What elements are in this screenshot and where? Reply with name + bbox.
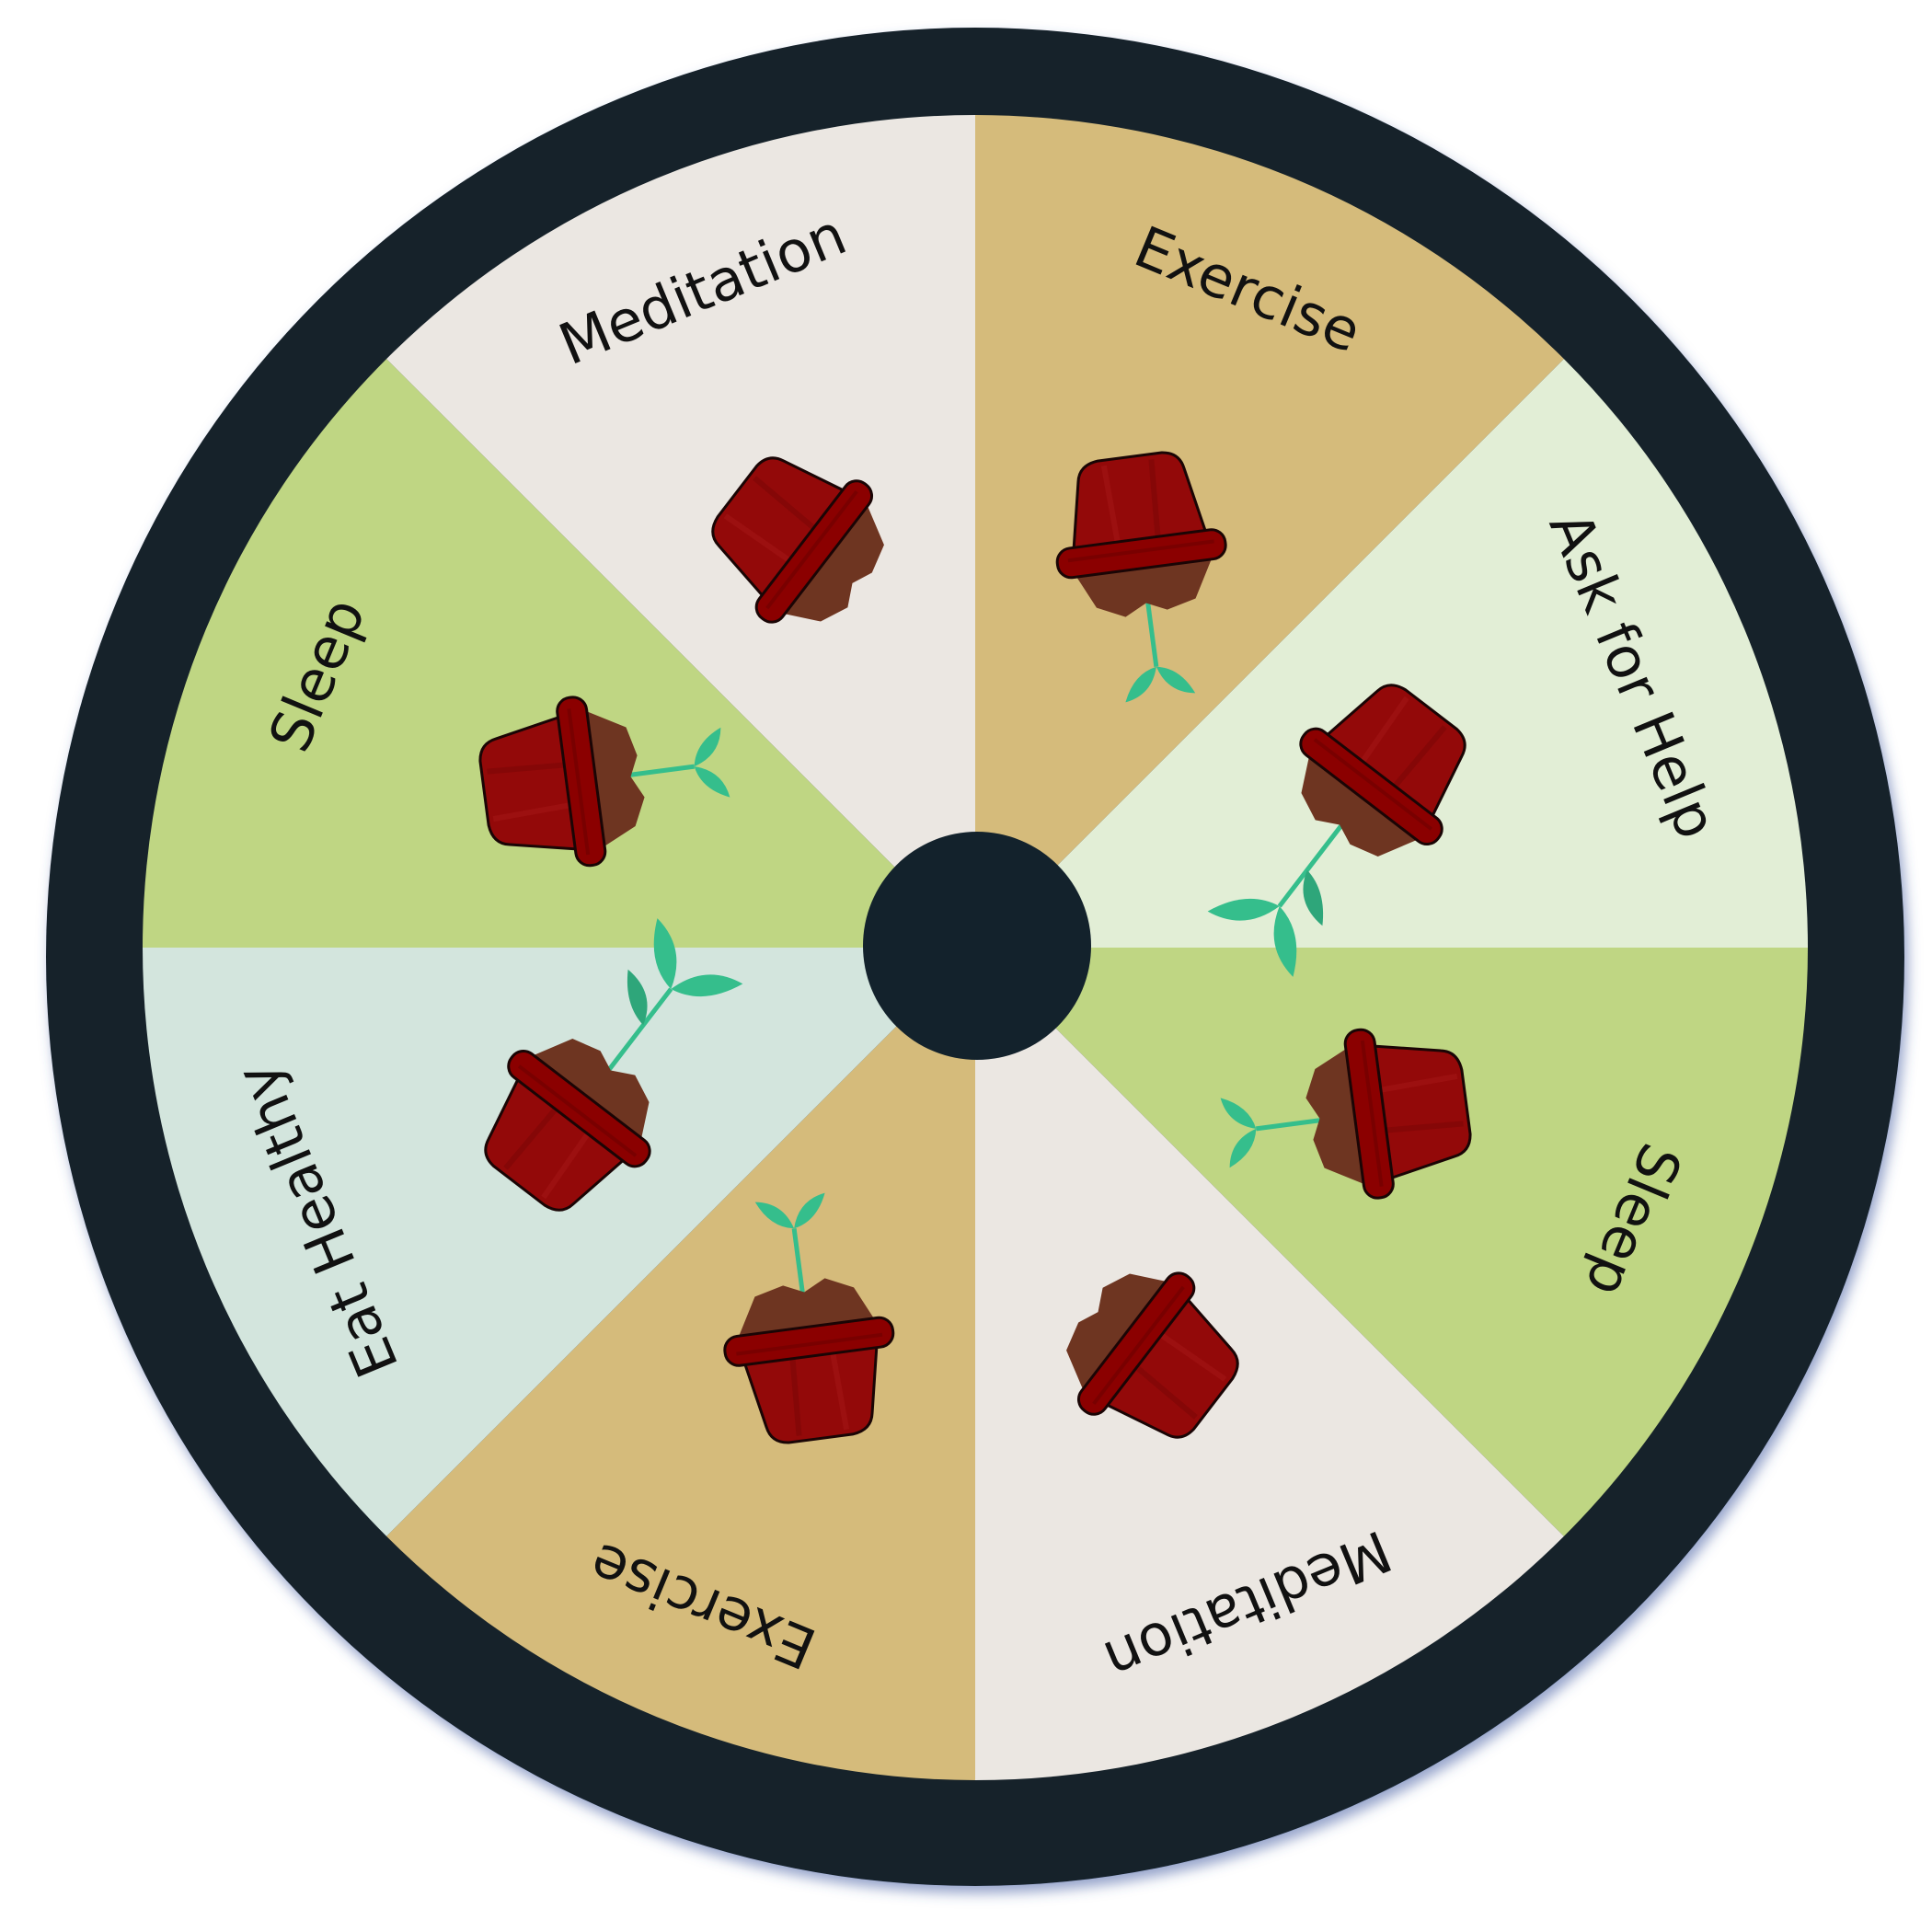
wheel-segment[interactable] bbox=[386, 948, 976, 1780]
sprout-icon bbox=[629, 727, 730, 798]
sprout-icon bbox=[754, 1192, 825, 1294]
wheel-segment[interactable] bbox=[975, 359, 1808, 949]
flower-pot-icon bbox=[1220, 1018, 1478, 1217]
flower-pot-icon bbox=[1207, 658, 1498, 977]
wheel-segment[interactable] bbox=[975, 948, 1564, 1780]
wheel-hub[interactable] bbox=[863, 832, 1091, 1060]
sprout-icon bbox=[1207, 824, 1343, 977]
flower-pot-icon bbox=[453, 918, 743, 1237]
flower-pot-icon bbox=[474, 678, 730, 878]
wheel-segment[interactable] bbox=[975, 115, 1564, 948]
flower-pot-icon bbox=[1045, 446, 1245, 703]
wheel-segment[interactable] bbox=[143, 359, 975, 949]
sprout-icon bbox=[1125, 602, 1196, 703]
wheel-segment[interactable] bbox=[975, 948, 1808, 1536]
sprout-icon bbox=[607, 918, 743, 1071]
wheel-segment[interactable] bbox=[143, 948, 975, 1536]
sprout-icon bbox=[1220, 1098, 1321, 1168]
flower-pot-icon bbox=[706, 1192, 905, 1450]
wheel-segment[interactable] bbox=[386, 115, 976, 948]
